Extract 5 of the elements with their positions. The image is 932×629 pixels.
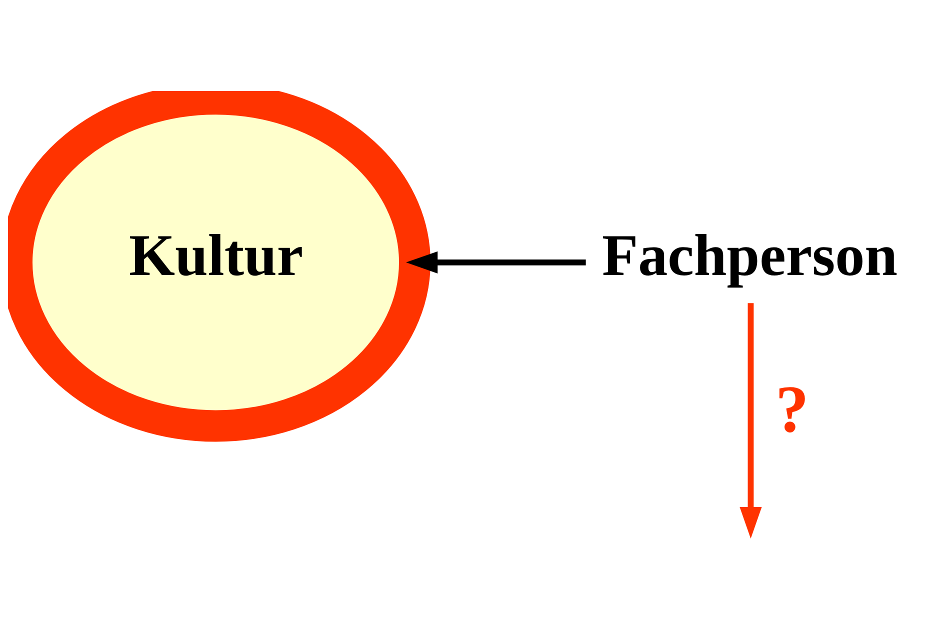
arrow — [406, 250, 586, 273]
arrow — [740, 302, 762, 538]
edge-label: ? — [775, 372, 809, 446]
node-text: Fachperson — [602, 222, 898, 288]
node-ellipse: Kultur — [8, 90, 431, 442]
